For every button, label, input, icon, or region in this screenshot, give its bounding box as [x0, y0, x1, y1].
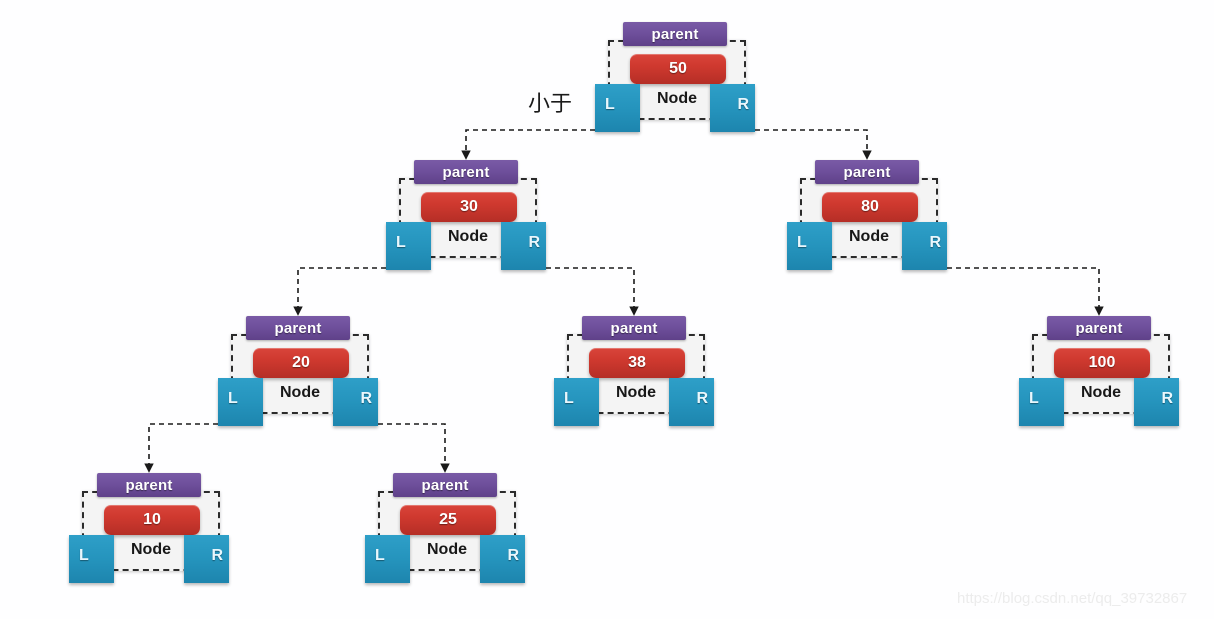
node-value-pill: 38 [589, 348, 685, 378]
right-child-tab[interactable]: R [501, 222, 546, 270]
parent-tab-label: parent [1075, 319, 1123, 337]
parent-tab: parent [623, 22, 727, 46]
node-value: 20 [292, 354, 310, 371]
parent-tab-label: parent [421, 476, 469, 494]
edge-50-R-80 [755, 129, 872, 160]
node-value-pill: 10 [104, 505, 200, 535]
parent-tab: parent [393, 473, 497, 497]
parent-tab-label: parent [610, 319, 658, 337]
parent-tab: parent [414, 160, 518, 184]
parent-tab: parent [815, 160, 919, 184]
right-child-label: R [360, 390, 372, 407]
right-child-tab[interactable]: R [710, 84, 755, 132]
parent-tab: parent [1047, 316, 1151, 340]
node-value: 25 [439, 511, 457, 528]
left-child-label: L [228, 390, 238, 407]
left-child-tab[interactable]: L [1019, 378, 1064, 426]
left-child-tab[interactable]: L [365, 535, 410, 583]
annotation-less-than: 小于 [528, 91, 573, 116]
node-value-pill: 25 [400, 505, 496, 535]
left-child-tab[interactable]: L [218, 378, 263, 426]
right-child-tab[interactable]: R [184, 535, 229, 583]
node-value-pill: 100 [1054, 348, 1150, 378]
node-value: 30 [460, 198, 478, 215]
left-child-tab[interactable]: L [554, 378, 599, 426]
right-child-tab[interactable]: R [669, 378, 714, 426]
right-child-label: R [211, 547, 223, 564]
right-child-label: R [528, 234, 540, 251]
left-child-label: L [605, 96, 615, 113]
node-value-pill: 50 [630, 54, 726, 84]
right-child-label: R [696, 390, 708, 407]
right-child-label: R [507, 547, 519, 564]
edge-30-R-38 [546, 267, 639, 316]
parent-tab: parent [97, 473, 201, 497]
parent-tab-label: parent [125, 476, 173, 494]
watermark: https://blog.csdn.net/qq_39732867 [957, 590, 1188, 607]
left-child-tab[interactable]: L [595, 84, 640, 132]
node-value-pill: 20 [253, 348, 349, 378]
right-child-tab[interactable]: R [902, 222, 947, 270]
node-value: 100 [1088, 354, 1116, 371]
left-child-label: L [396, 234, 406, 251]
node-type-label: Node [616, 384, 656, 401]
left-child-label: L [375, 547, 385, 564]
right-child-label: R [737, 96, 749, 113]
left-child-label: L [797, 234, 807, 251]
node-value: 10 [143, 511, 161, 528]
node-type-label: Node [448, 228, 488, 245]
edge-50-L-30 [461, 129, 595, 160]
right-child-label: R [929, 234, 941, 251]
left-child-tab[interactable]: L [69, 535, 114, 583]
node-type-label: Node [849, 228, 889, 245]
parent-tab-label: parent [442, 163, 490, 181]
parent-tab-label: parent [274, 319, 322, 337]
node-value-pill: 80 [822, 192, 918, 222]
right-child-tab[interactable]: R [480, 535, 525, 583]
node-type-label: Node [280, 384, 320, 401]
edge-20-R-25 [378, 423, 450, 473]
edge-80-R-100 [947, 267, 1104, 316]
node-value: 80 [861, 198, 879, 215]
left-child-tab[interactable]: L [787, 222, 832, 270]
right-child-label: R [1161, 390, 1173, 407]
edge-20-L-10 [144, 423, 218, 473]
node-type-label: Node [427, 541, 467, 558]
node-type-label: Node [131, 541, 171, 558]
node-type-label: Node [1081, 384, 1121, 401]
edge-30-L-20 [293, 267, 386, 316]
left-child-label: L [1029, 390, 1039, 407]
node-value-pill: 30 [421, 192, 517, 222]
parent-tab-label: parent [651, 25, 699, 43]
right-child-tab[interactable]: R [333, 378, 378, 426]
parent-tab: parent [582, 316, 686, 340]
node-type-label: Node [657, 90, 697, 107]
parent-tab: parent [246, 316, 350, 340]
parent-tab-label: parent [843, 163, 891, 181]
node-value: 38 [628, 354, 646, 371]
left-child-tab[interactable]: L [386, 222, 431, 270]
right-child-tab[interactable]: R [1134, 378, 1179, 426]
node-value: 50 [669, 60, 687, 77]
left-child-label: L [79, 547, 89, 564]
left-child-label: L [564, 390, 574, 407]
